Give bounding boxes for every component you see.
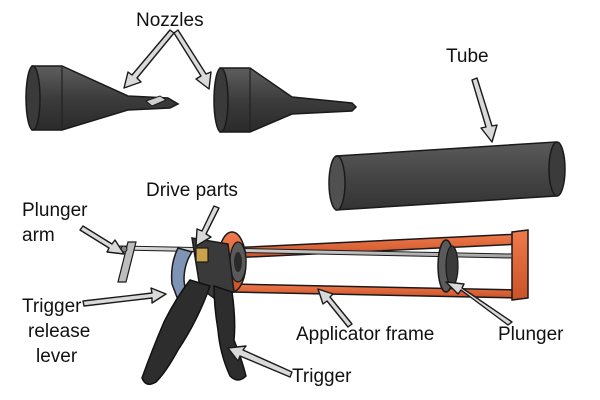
label-trigger-release-line3: lever (36, 346, 78, 367)
nozzle-left (25, 65, 180, 131)
nozzle-right (213, 67, 358, 133)
labels: Nozzles Tube Drive parts Plunger arm Tri… (22, 10, 564, 387)
plunger-arm-handle (117, 241, 137, 283)
label-plunger: Plunger (498, 324, 564, 345)
arrow-icon (195, 205, 220, 247)
label-plunger-arm-line2: arm (22, 225, 55, 246)
label-plunger-arm-line1: Plunger (22, 200, 88, 221)
label-tube: Tube (446, 46, 489, 67)
arrow-icon (227, 345, 293, 378)
arrow-icon (173, 29, 212, 90)
arrow-icon (471, 77, 498, 143)
arrow-icon (123, 29, 175, 89)
arrow-icon (445, 281, 513, 326)
label-nozzles: Nozzles (136, 10, 204, 31)
arrow-icon (317, 288, 353, 328)
arrow-icon (82, 287, 167, 307)
label-applicator-frame: Applicator frame (296, 324, 434, 345)
label-drive-parts: Drive parts (146, 180, 238, 201)
tube (328, 141, 566, 211)
label-trigger-release-line1: Trigger (22, 296, 82, 317)
label-trigger: Trigger (292, 366, 352, 387)
arrow-icon (79, 29, 513, 378)
plunger-disc (437, 239, 459, 293)
arrow-icon (79, 225, 125, 255)
label-trigger-release-line2: release (28, 321, 90, 342)
